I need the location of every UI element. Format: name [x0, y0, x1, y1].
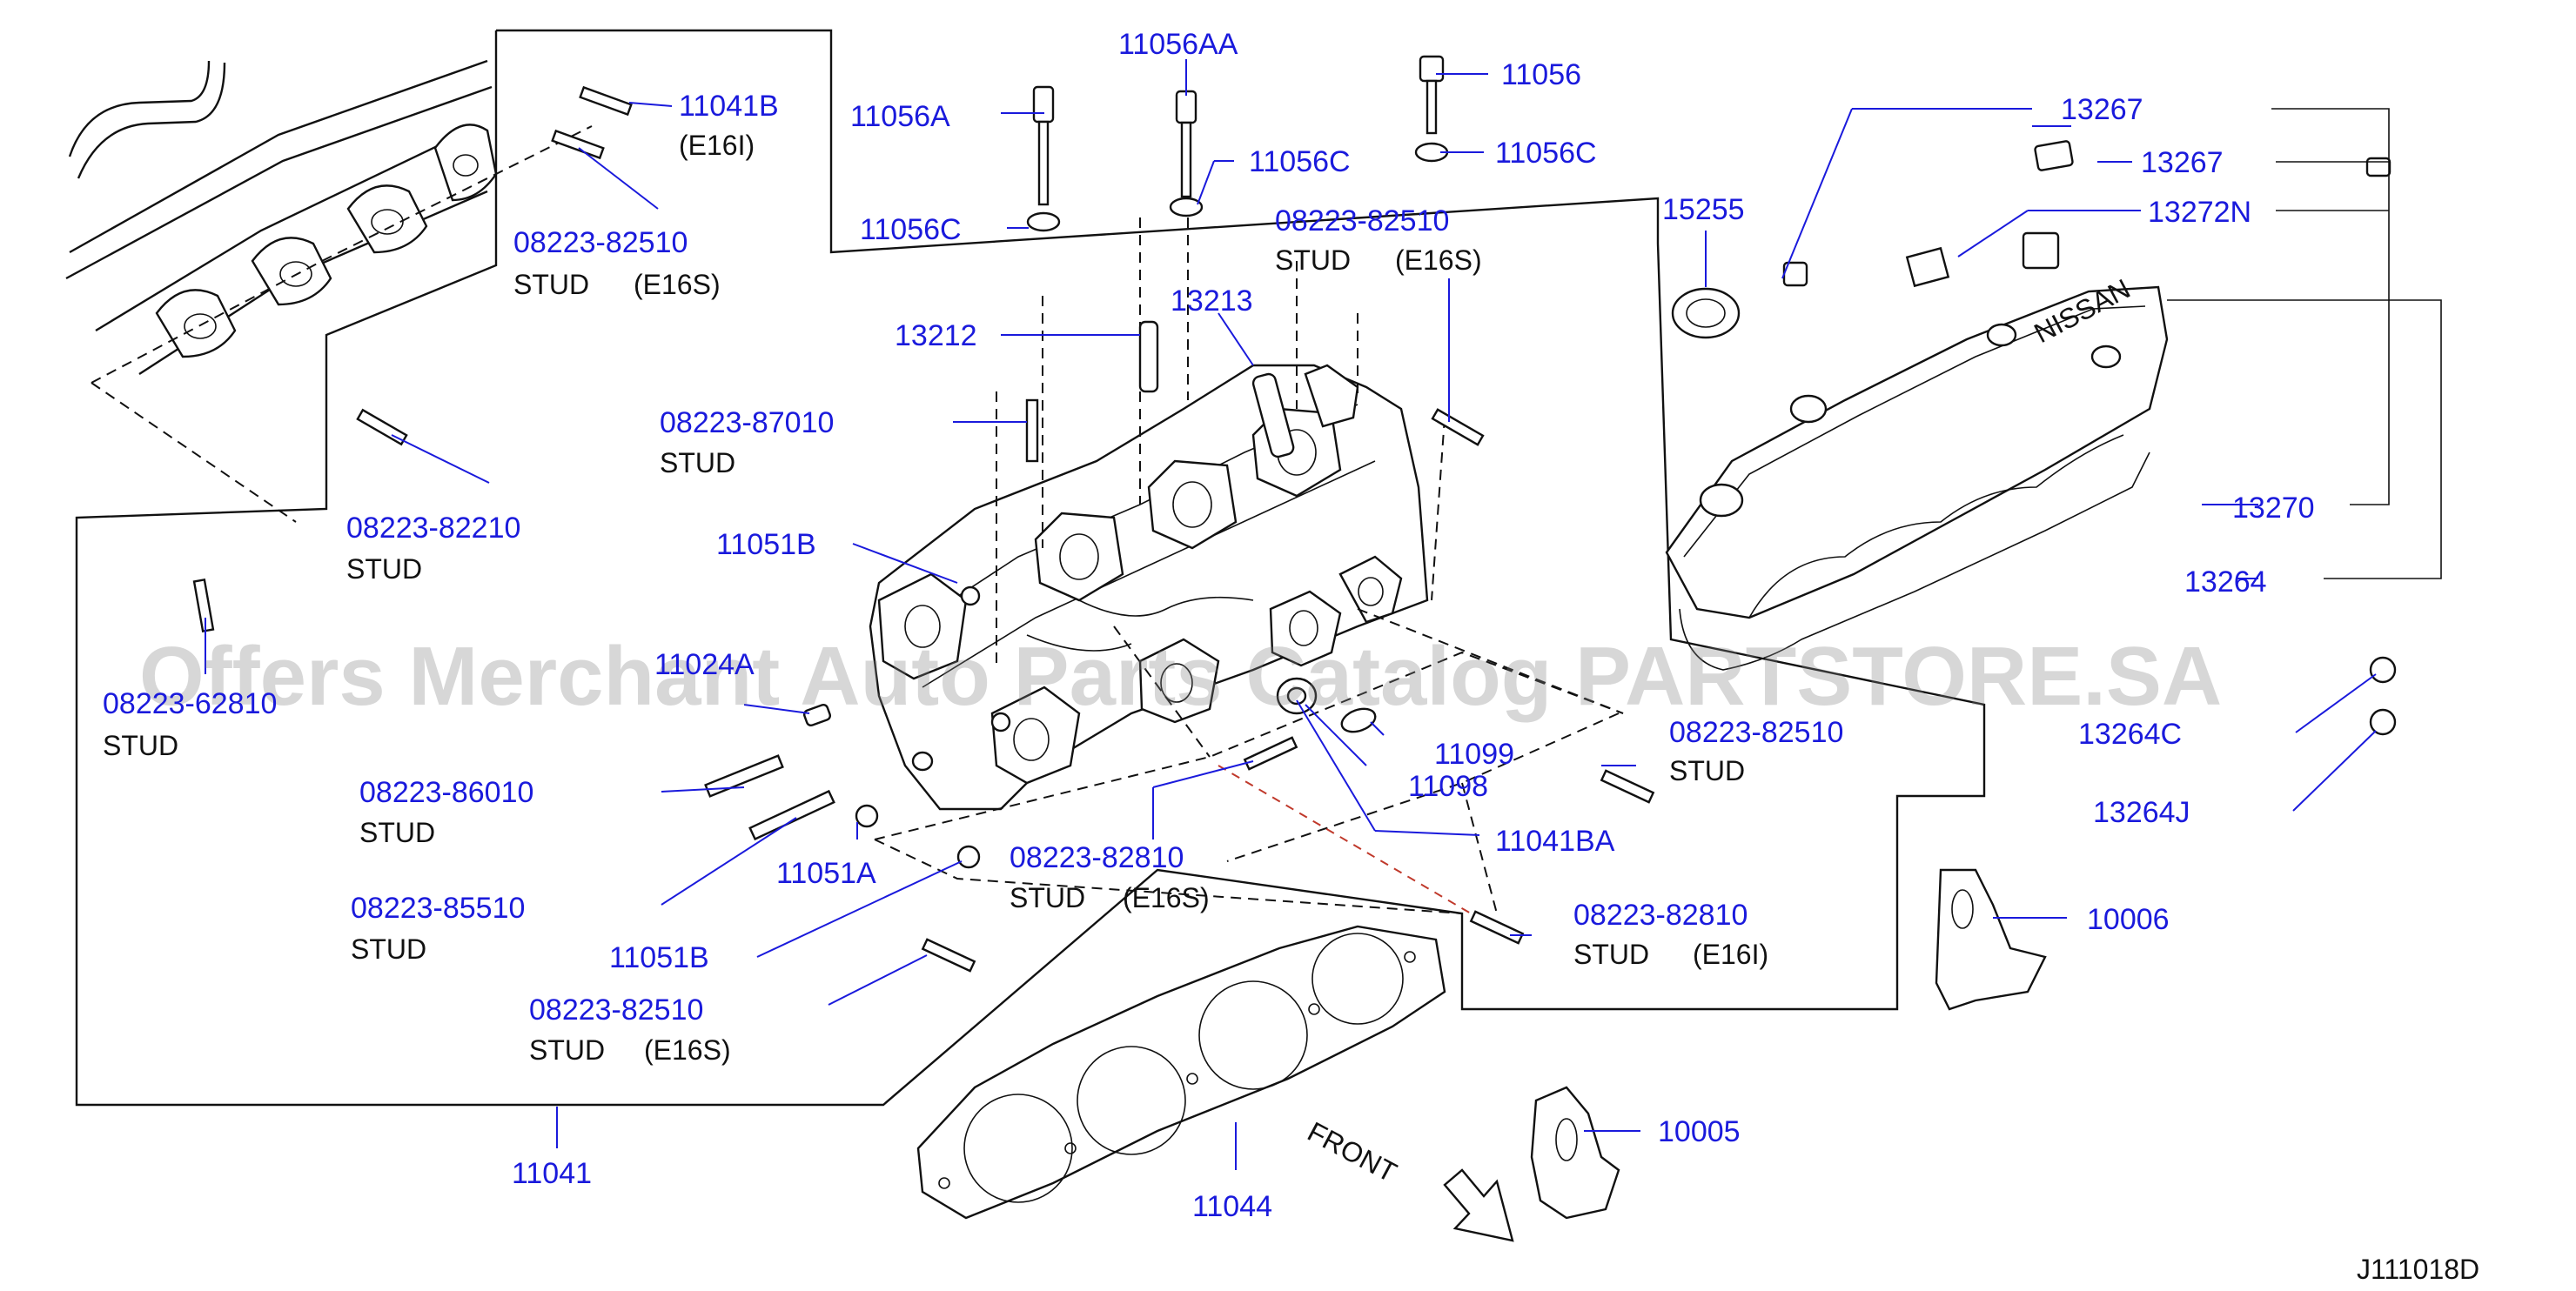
note-08223-82810-b: (E16I): [1693, 939, 1768, 970]
desc-08223-82510-mid: STUD: [1275, 244, 1351, 276]
cylinder-head: [869, 364, 1429, 811]
labels: 11041B (E16I) 08223-82510 STUD (E16S) 08…: [103, 28, 2479, 1285]
desc-08223-87010: STUD: [660, 447, 735, 478]
label-08223-82510-top[interactable]: 08223-82510: [513, 226, 688, 259]
leader-lines: [205, 59, 2442, 1170]
label-13270[interactable]: 13270: [2232, 492, 2315, 525]
desc-08223-82510-top: STUD: [513, 269, 589, 300]
label-13213[interactable]: 13213: [1171, 284, 1253, 318]
watermark: Offers Merchant Auto Parts Catalog PARTS…: [139, 630, 2222, 723]
label-11051A[interactable]: 11051A: [776, 857, 876, 890]
desc-08223-82810-a: STUD: [1010, 882, 1085, 913]
label-11051B-upper[interactable]: 11051B: [716, 528, 816, 561]
front-label: FRONT: [1303, 1115, 1402, 1188]
label-11056AA[interactable]: 11056AA: [1118, 28, 1238, 61]
label-08223-82210[interactable]: 08223-82210: [346, 512, 520, 545]
label-11056C-left[interactable]: 11056C: [860, 213, 962, 246]
label-11056C-right[interactable]: 11056C: [1495, 137, 1597, 170]
label-08223-82510-low[interactable]: 08223-82510: [529, 993, 703, 1027]
diagram-id: J111018D: [2357, 1254, 2479, 1285]
label-11056A[interactable]: 11056A: [850, 100, 950, 133]
assembly-boundary: [75, 29, 1986, 1107]
label-10006[interactable]: 10006: [2087, 903, 2170, 936]
label-13267-a[interactable]: 13267: [2061, 93, 2143, 126]
label-11041[interactable]: 11041: [512, 1157, 592, 1190]
label-11056-top[interactable]: 11056: [1501, 58, 1581, 91]
label-08223-87010[interactable]: 08223-87010: [660, 406, 834, 439]
label-11024A[interactable]: 11024A: [654, 648, 755, 681]
label-11098[interactable]: 11098: [1408, 770, 1488, 803]
label-13264J[interactable]: 13264J: [2093, 796, 2190, 829]
label-11041B[interactable]: 11041B: [679, 90, 779, 123]
label-11041BA[interactable]: 11041BA: [1495, 825, 1615, 858]
label-08223-62810[interactable]: 08223-62810: [103, 687, 277, 720]
note-11041B: (E16I): [679, 130, 755, 161]
label-11044[interactable]: 11044: [1192, 1190, 1272, 1223]
desc-08223-86010: STUD: [359, 817, 435, 848]
rocker-cover: NISSAN: [1665, 140, 2397, 736]
studs: [192, 85, 1655, 973]
label-10005[interactable]: 10005: [1658, 1115, 1741, 1148]
label-15255[interactable]: 15255: [1662, 193, 1745, 226]
label-13264C[interactable]: 13264C: [2078, 718, 2182, 751]
label-11051B-lower[interactable]: 11051B: [609, 941, 709, 974]
front-arrow: [1443, 1168, 1514, 1242]
label-13264[interactable]: 13264: [2184, 565, 2267, 599]
note-08223-82810-a: (E16S): [1123, 882, 1210, 913]
engine-block-sketch: [65, 59, 593, 523]
desc-08223-82810-b: STUD: [1573, 939, 1649, 970]
note-08223-82510-low: (E16S): [644, 1034, 731, 1066]
desc-08223-62810: STUD: [103, 730, 178, 761]
label-13212[interactable]: 13212: [895, 319, 977, 352]
desc-08223-82510-low: STUD: [529, 1034, 605, 1066]
label-08223-82510-right[interactable]: 08223-82510: [1669, 716, 1843, 749]
note-08223-82510-top: (E16S): [634, 269, 721, 300]
head-gasket: [916, 925, 1446, 1220]
label-08223-82810-b[interactable]: 08223-82810: [1573, 899, 1748, 932]
label-11099[interactable]: 11099: [1434, 738, 1514, 771]
note-08223-82510-mid: (E16S): [1395, 244, 1482, 276]
label-08223-82810-a[interactable]: 08223-82810: [1010, 841, 1184, 874]
label-08223-82510-mid[interactable]: 08223-82510: [1275, 204, 1449, 237]
label-08223-85510[interactable]: 08223-85510: [351, 892, 525, 925]
label-13267-b[interactable]: 13267: [2141, 146, 2224, 179]
label-11056C-mid[interactable]: 11056C: [1249, 145, 1351, 178]
desc-08223-82210: STUD: [346, 553, 422, 585]
brackets: [1530, 868, 2047, 1220]
desc-08223-85510: STUD: [351, 933, 426, 965]
label-08223-86010[interactable]: 08223-86010: [359, 776, 533, 809]
label-13272N[interactable]: 13272N: [2148, 196, 2251, 229]
desc-08223-82510-right: STUD: [1669, 755, 1745, 786]
